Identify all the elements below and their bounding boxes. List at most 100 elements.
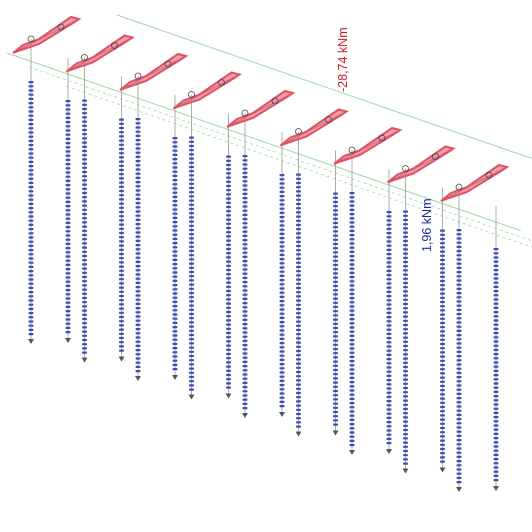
moment-marker bbox=[296, 286, 301, 290]
moment-marker bbox=[440, 246, 445, 249]
moment-marker bbox=[349, 217, 355, 220]
moment-marker bbox=[135, 218, 141, 221]
moment-marker bbox=[349, 381, 355, 384]
moment-marker bbox=[386, 362, 392, 365]
moment-marker bbox=[456, 237, 462, 240]
moment-marker bbox=[226, 201, 231, 204]
moment-marker bbox=[456, 296, 462, 299]
moment-marker bbox=[279, 283, 285, 286]
moment-marker bbox=[189, 317, 194, 320]
moment-marker bbox=[172, 233, 178, 236]
moment-marker bbox=[226, 281, 231, 284]
moment-marker bbox=[403, 332, 408, 335]
moment-marker bbox=[242, 344, 248, 347]
moment-marker bbox=[279, 304, 285, 307]
moment-marker bbox=[135, 294, 141, 297]
moment-marker bbox=[189, 254, 194, 257]
moment-marker bbox=[119, 328, 124, 331]
moment-marker bbox=[82, 330, 87, 333]
pile-support bbox=[295, 431, 302, 437]
moment-marker bbox=[119, 210, 124, 214]
moment-marker bbox=[386, 366, 392, 369]
moment-marker bbox=[65, 305, 71, 308]
moment-marker bbox=[493, 416, 499, 419]
moment-marker bbox=[119, 147, 124, 151]
moment-marker bbox=[493, 449, 499, 452]
moment-marker bbox=[456, 241, 462, 244]
moment-marker bbox=[65, 234, 71, 237]
pile-3-right bbox=[172, 95, 178, 380]
moment-marker bbox=[296, 265, 301, 269]
moment-marker bbox=[119, 248, 124, 251]
moment-marker bbox=[440, 351, 445, 354]
node-left bbox=[455, 183, 463, 191]
moment-marker bbox=[349, 297, 355, 300]
moment-marker bbox=[28, 232, 34, 235]
moment-marker bbox=[82, 288, 87, 291]
moment-marker bbox=[493, 479, 499, 482]
moment-marker bbox=[333, 293, 338, 296]
moment-marker bbox=[493, 357, 499, 360]
moment-marker bbox=[349, 234, 355, 237]
cross-beam-5 bbox=[226, 89, 296, 128]
moment-marker bbox=[135, 151, 141, 154]
moment-marker bbox=[333, 209, 338, 212]
moment-marker bbox=[403, 244, 408, 247]
moment-marker bbox=[333, 389, 338, 393]
moment-marker bbox=[242, 339, 248, 342]
moment-marker bbox=[349, 238, 355, 241]
moment-marker bbox=[440, 292, 445, 295]
moment-marker bbox=[279, 174, 285, 177]
moment-marker bbox=[349, 427, 355, 430]
moment-marker bbox=[333, 368, 338, 372]
moment-marker bbox=[242, 352, 248, 355]
moment-marker bbox=[242, 323, 248, 326]
moment-marker bbox=[279, 295, 285, 298]
moment-marker bbox=[172, 355, 178, 358]
moment-marker bbox=[279, 371, 285, 374]
moment-marker bbox=[456, 359, 462, 362]
moment-marker bbox=[172, 158, 178, 161]
moment-marker bbox=[82, 107, 87, 111]
moment-marker bbox=[403, 290, 408, 293]
moment-marker bbox=[403, 437, 408, 440]
moment-marker bbox=[135, 143, 141, 146]
moment-marker bbox=[135, 370, 141, 373]
node-right bbox=[218, 79, 225, 86]
moment-marker bbox=[135, 277, 141, 280]
node-left bbox=[188, 91, 195, 98]
moment-marker bbox=[279, 287, 285, 290]
moment-marker bbox=[296, 417, 301, 420]
moment-marker bbox=[296, 370, 301, 374]
moment-marker bbox=[440, 460, 445, 463]
moment-marker bbox=[296, 236, 301, 239]
moment-marker bbox=[65, 221, 71, 224]
moment-marker bbox=[172, 174, 178, 177]
moment-marker bbox=[226, 319, 231, 322]
beam-moment-diagram bbox=[119, 52, 189, 91]
moment-marker bbox=[440, 414, 445, 417]
pile-3-left bbox=[135, 76, 141, 381]
moment-marker bbox=[403, 395, 408, 398]
moment-marker bbox=[333, 322, 338, 325]
moment-marker bbox=[189, 165, 194, 169]
moment-marker bbox=[82, 212, 87, 216]
moment-marker bbox=[349, 301, 355, 304]
min-moment-label: 1,96 kNm bbox=[420, 199, 434, 253]
moment-marker bbox=[386, 311, 392, 314]
moment-marker bbox=[296, 387, 301, 390]
moment-marker bbox=[296, 349, 301, 353]
moment-marker bbox=[65, 331, 71, 334]
moment-marker bbox=[28, 127, 34, 130]
moment-marker bbox=[349, 431, 355, 434]
moment-marker bbox=[65, 276, 71, 279]
moment-marker bbox=[440, 435, 445, 438]
moment-marker bbox=[28, 244, 34, 247]
moment-marker bbox=[226, 252, 231, 255]
moment-marker bbox=[493, 348, 499, 351]
moment-marker bbox=[279, 312, 285, 315]
moment-marker bbox=[279, 195, 285, 198]
moment-marker bbox=[28, 110, 34, 113]
moment-marker bbox=[65, 104, 71, 107]
